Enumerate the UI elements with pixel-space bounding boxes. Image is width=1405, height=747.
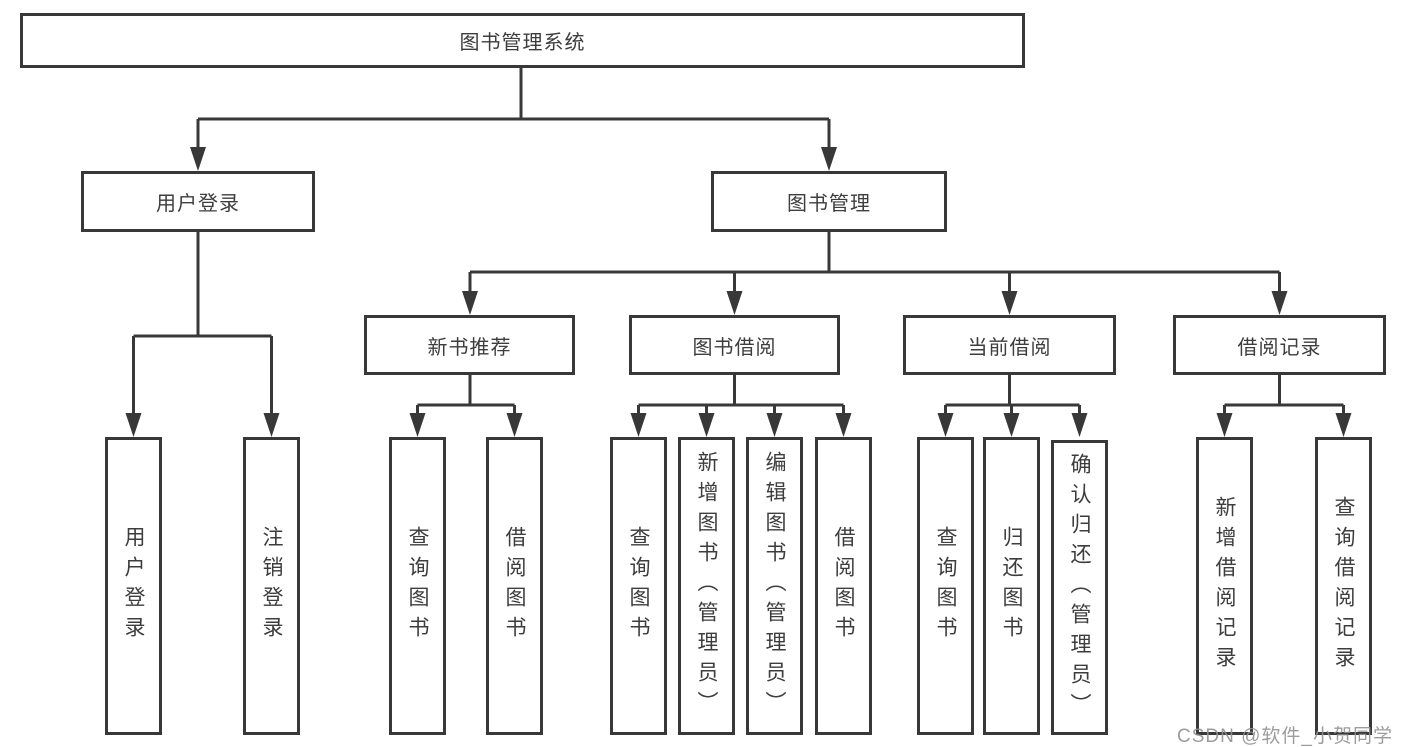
arrowhead	[726, 291, 743, 315]
node-book-management: 图书管理	[711, 171, 947, 232]
leaf-query-books-recommend: 查询图书	[389, 437, 446, 735]
node-library-management-system: 图书管理系统	[20, 13, 1025, 68]
leaf-borrow-books: 借阅图书	[815, 437, 872, 735]
connector-new-book-to-leaves	[416, 375, 516, 432]
arrowhead	[506, 413, 523, 437]
node-current-borrowing: 当前借阅	[903, 315, 1116, 375]
leaf-query-borrow-record: 查询借阅记录	[1315, 437, 1372, 735]
arrowhead	[821, 147, 837, 171]
connector-current-borrow-to-leaves	[944, 375, 1081, 432]
arrowhead	[698, 413, 715, 437]
arrowhead	[263, 413, 280, 437]
leaf-query-books-current: 查询图书	[917, 437, 974, 735]
arrowhead	[835, 413, 852, 437]
arrowhead	[766, 413, 783, 437]
arrowhead	[1335, 413, 1352, 437]
connector-root-to-level2	[196, 68, 831, 166]
connector-book-management-to-level3	[468, 232, 1281, 310]
arrowhead	[937, 413, 954, 437]
arrowhead	[1216, 413, 1233, 437]
leaf-confirm-return-admin: 确认归还（管理员）	[1051, 440, 1108, 735]
leaf-logout: 注销登录	[243, 437, 300, 735]
arrowhead	[630, 413, 647, 437]
watermark: CSDN @软件_小贺同学	[1177, 726, 1393, 747]
node-book-borrowing: 图书借阅	[629, 315, 840, 375]
leaf-add-books-admin: 新增图书（管理员）	[678, 437, 735, 735]
leaf-user-login: 用户登录	[105, 437, 162, 735]
arrowhead	[125, 413, 142, 437]
leaf-edit-books-admin: 编辑图书（管理员）	[746, 437, 803, 735]
connector-book-borrow-to-leaves	[637, 375, 845, 432]
leaf-return-books: 归还图书	[983, 437, 1040, 735]
arrowhead	[1271, 291, 1288, 315]
arrowhead	[462, 291, 478, 315]
arrowhead	[1071, 413, 1088, 437]
arrowhead	[1001, 291, 1018, 315]
connector-user-login-to-leaves	[132, 232, 273, 432]
arrowhead	[1003, 413, 1020, 437]
node-borrowing-records: 借阅记录	[1173, 315, 1386, 375]
node-user-login: 用户登录	[81, 171, 315, 232]
arrowhead	[409, 413, 426, 437]
node-new-book-recommendation: 新书推荐	[364, 315, 575, 375]
connector-borrow-record-to-leaves	[1223, 375, 1345, 432]
leaf-borrow-books-recommend: 借阅图书	[486, 437, 543, 735]
leaf-query-books-borrow: 查询图书	[610, 437, 667, 735]
leaf-add-borrow-record: 新增借阅记录	[1196, 437, 1253, 735]
arrowhead	[190, 147, 206, 171]
